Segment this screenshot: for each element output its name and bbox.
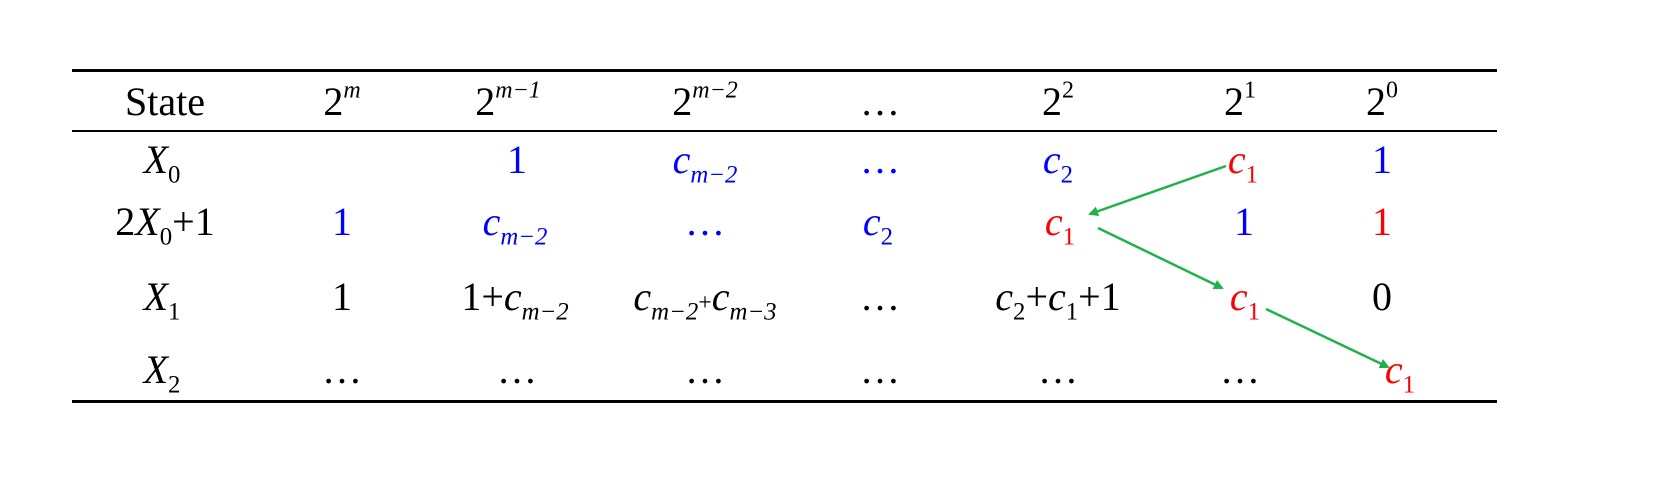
row-2x0p1-bit-0: 1 bbox=[1372, 199, 1392, 244]
header-state: State bbox=[125, 79, 205, 124]
arrow-x1-c1-to-x2-c1 bbox=[1265, 307, 1390, 369]
row-x2-ellipsis-m1: … bbox=[497, 347, 537, 392]
row-x1-bit-0: 0 bbox=[1372, 274, 1392, 319]
row-x0-ellipsis: … bbox=[860, 137, 900, 182]
row-x1-label: X1 bbox=[143, 274, 181, 326]
row-2x0p1-label: 2X0+1 bbox=[115, 199, 215, 251]
header-2-pow-1: 21 bbox=[1224, 77, 1256, 124]
arrow-2x0p1-c1-to-x1-c1 bbox=[1097, 226, 1224, 290]
row-2x0p1-bit-1: 1 bbox=[1234, 199, 1254, 244]
row-x0-c1: c1 bbox=[1227, 137, 1259, 189]
top-rule bbox=[72, 69, 1497, 72]
row-2x0p1-cm2: cm−2 bbox=[482, 199, 548, 251]
header-2-pow-m: 2m bbox=[323, 77, 361, 124]
row-x2-ellipsis-m: … bbox=[322, 347, 362, 392]
row-x0-c2: c2 bbox=[1042, 137, 1074, 189]
row-x1-1-plus-cm2: 1+cm−2 bbox=[461, 274, 569, 326]
header-ellipsis: … bbox=[860, 79, 900, 124]
row-2x0p1-bit-m: 1 bbox=[332, 199, 352, 244]
row-x2-ellipsis-1: … bbox=[1220, 347, 1260, 392]
header-2-pow-m-2: 2m−2 bbox=[672, 77, 738, 124]
row-x1-c2-plus-c1-plus-1: c2+c1+1 bbox=[995, 274, 1121, 326]
row-2x0p1-ellipsis: … bbox=[685, 199, 725, 244]
header-2-pow-2: 22 bbox=[1042, 77, 1074, 124]
header-2-pow-m-1: 2m−1 bbox=[475, 77, 541, 124]
row-x2-ellipsis-mid: … bbox=[860, 347, 900, 392]
header-2-pow-0: 20 bbox=[1366, 77, 1398, 124]
arrow-x0-c1-to-2x0p1-c1 bbox=[1088, 164, 1227, 217]
row-x1-ellipsis: … bbox=[860, 274, 900, 319]
row-x1-c1: c1 bbox=[1229, 274, 1261, 326]
row-x2-label: X2 bbox=[143, 347, 181, 399]
row-x2-ellipsis-m2: … bbox=[685, 347, 725, 392]
row-x0-label: X0 bbox=[143, 137, 181, 189]
row-x2-ellipsis-2: … bbox=[1038, 347, 1078, 392]
row-x0-cm2: cm−2 bbox=[672, 137, 738, 189]
row-x0-bit-m1: 1 bbox=[507, 137, 527, 182]
row-2x0p1-c1: c1 bbox=[1044, 199, 1076, 251]
row-2x0p1-c2: c2 bbox=[862, 199, 894, 251]
row-x1-cm2-plus-cm3: cm−2+cm−3 bbox=[633, 274, 777, 326]
row-x1-bit-m: 1 bbox=[332, 274, 352, 319]
row-x0-bit-0: 1 bbox=[1372, 137, 1392, 182]
header-rule bbox=[72, 130, 1497, 132]
bottom-rule bbox=[72, 400, 1497, 403]
